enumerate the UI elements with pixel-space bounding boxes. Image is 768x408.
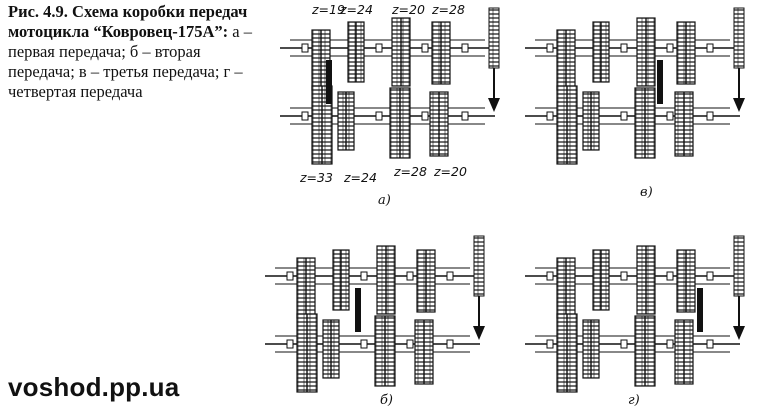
bearing-2 bbox=[620, 43, 628, 53]
drive-sprocket bbox=[733, 235, 745, 297]
bearing-7 bbox=[706, 111, 714, 121]
gear-label-bottom-1: z=33 bbox=[299, 170, 333, 185]
gear-label-bottom-2: z=24 bbox=[343, 170, 377, 185]
drive-sprocket bbox=[733, 7, 745, 69]
gear-label-top-3: z=20 bbox=[391, 2, 425, 17]
panel-first-gear bbox=[280, 7, 500, 165]
panel-third-gear bbox=[525, 7, 745, 165]
bearing-6 bbox=[706, 271, 714, 281]
bearing-7 bbox=[461, 111, 469, 121]
gear-label-top-4: z=28 bbox=[431, 2, 465, 17]
gear-label-bottom-3: z=28 bbox=[393, 164, 427, 179]
bearing-5 bbox=[421, 111, 429, 121]
bearing-1 bbox=[286, 339, 294, 349]
bearing-7 bbox=[446, 339, 454, 349]
engaged-dog-clutch bbox=[657, 60, 663, 104]
power-flow-arrow bbox=[733, 326, 745, 340]
panel-fourth-gear bbox=[525, 235, 745, 393]
bearing-4 bbox=[666, 43, 674, 53]
bearing-0 bbox=[546, 271, 554, 281]
bearing-1 bbox=[546, 111, 554, 121]
gear-label-top-2: z=24 bbox=[339, 2, 373, 17]
bearing-0 bbox=[301, 43, 309, 53]
bearing-1 bbox=[301, 111, 309, 121]
power-flow-arrow bbox=[488, 98, 500, 112]
bearing-6 bbox=[706, 43, 714, 53]
bearing-5 bbox=[666, 339, 674, 349]
bearing-3 bbox=[620, 339, 628, 349]
panel-label-a: а) bbox=[378, 193, 391, 208]
bearing-6 bbox=[461, 43, 469, 53]
bearing-2 bbox=[620, 271, 628, 281]
figure-caption: Рис. 4.9. Схема коробки передач мотоцикл… bbox=[8, 2, 270, 102]
bearing-4 bbox=[406, 271, 414, 281]
power-flow-arrow bbox=[733, 98, 745, 112]
caption-lead: Рис. 4.9. Схема коробки передач мотоцикл… bbox=[8, 2, 248, 41]
engaged-dog-clutch bbox=[697, 288, 703, 332]
bearing-3 bbox=[620, 111, 628, 121]
engaged-dog-clutch bbox=[326, 60, 332, 104]
drive-sprocket bbox=[488, 7, 500, 69]
panel-label-b: б) bbox=[380, 393, 393, 408]
bearing-0 bbox=[286, 271, 294, 281]
bearing-2 bbox=[375, 43, 383, 53]
bearing-6 bbox=[446, 271, 454, 281]
bearing-2 bbox=[360, 271, 368, 281]
bearing-5 bbox=[406, 339, 414, 349]
bearing-4 bbox=[666, 271, 674, 281]
gear-label-bottom-4: z=20 bbox=[433, 164, 467, 179]
bearing-3 bbox=[360, 339, 368, 349]
bearing-0 bbox=[546, 43, 554, 53]
panel-label-v: в) bbox=[640, 185, 653, 200]
gear-label-top-1: z=19 bbox=[311, 2, 345, 17]
caption-body: а – первая передача; б – вторая передача… bbox=[8, 22, 252, 101]
bearing-5 bbox=[666, 111, 674, 121]
drive-sprocket bbox=[473, 235, 485, 297]
panel-label-g: г) bbox=[628, 393, 640, 408]
bearing-7 bbox=[706, 339, 714, 349]
panel-second-gear bbox=[265, 235, 485, 393]
bearing-3 bbox=[375, 111, 383, 121]
bearing-4 bbox=[421, 43, 429, 53]
bearing-1 bbox=[546, 339, 554, 349]
engaged-dog-clutch bbox=[355, 288, 361, 332]
site-watermark: voshod.pp.ua bbox=[8, 372, 180, 402]
power-flow-arrow bbox=[473, 326, 485, 340]
